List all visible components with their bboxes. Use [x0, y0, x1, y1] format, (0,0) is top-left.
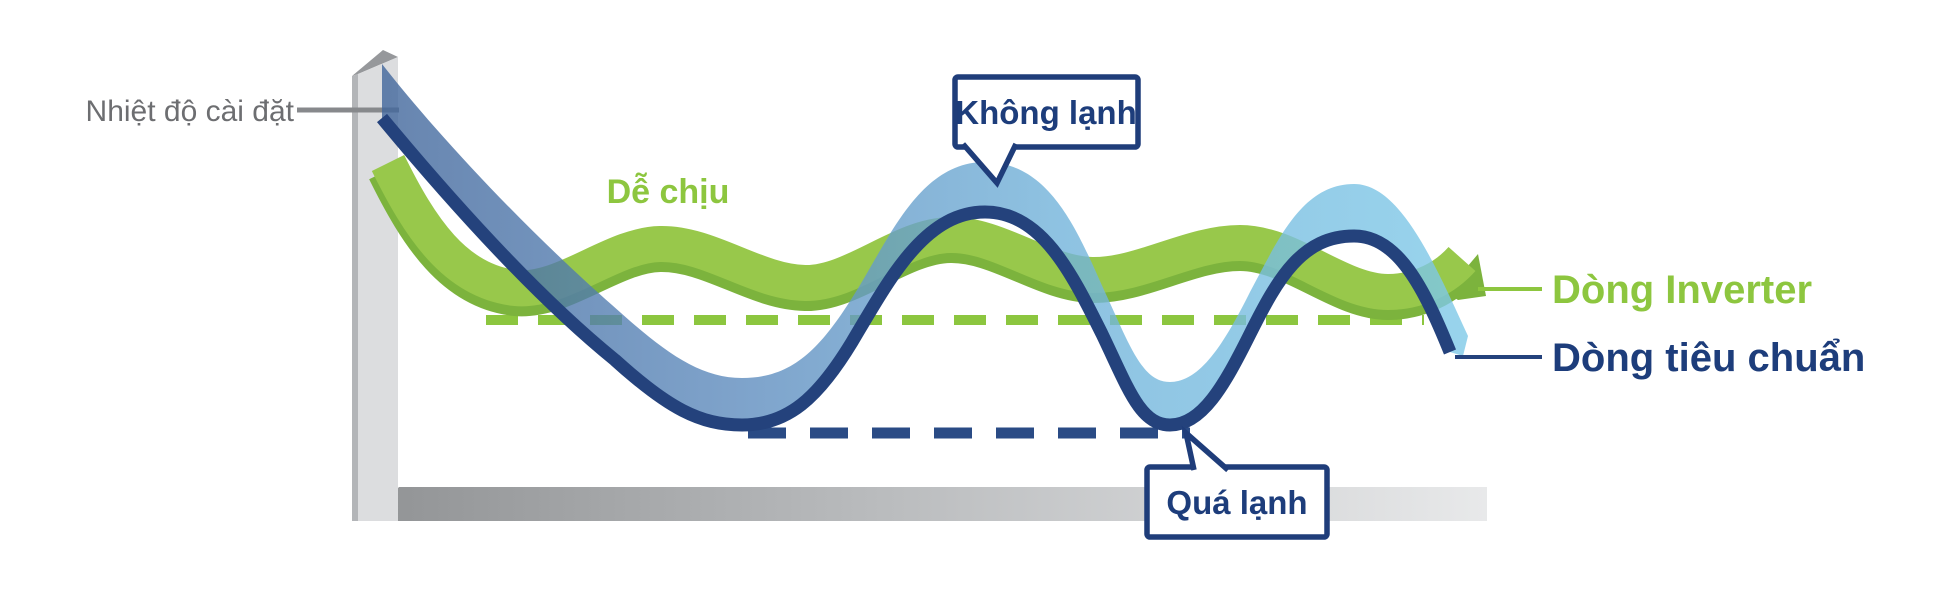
callout-not-cold-label: Không lạnh — [955, 94, 1136, 131]
callout-too-cold-label: Quá lạnh — [1166, 484, 1307, 521]
callout-too-cold: Quá lạnh — [1144, 425, 1330, 540]
callout-not-cold-box — [952, 74, 1141, 150]
callout-too-cold-tail — [1181, 425, 1230, 473]
y-axis-side-strip — [352, 74, 358, 521]
callout-not-cold-tail — [960, 142, 1019, 188]
legend-standard-label: Dòng tiêu chuẩn — [1552, 336, 1865, 380]
set-temperature-label: Nhiệt độ cài đặt — [86, 95, 295, 128]
y-axis-top-bevel — [352, 50, 398, 76]
standard-curve — [376, 113, 1457, 432]
callout-too-cold-box — [1144, 464, 1330, 540]
callout-not-cold: Không lạnh — [952, 74, 1141, 188]
comfortable-label: Dễ chịu — [607, 173, 730, 211]
legend-inverter-label: Dòng Inverter — [1552, 268, 1812, 312]
